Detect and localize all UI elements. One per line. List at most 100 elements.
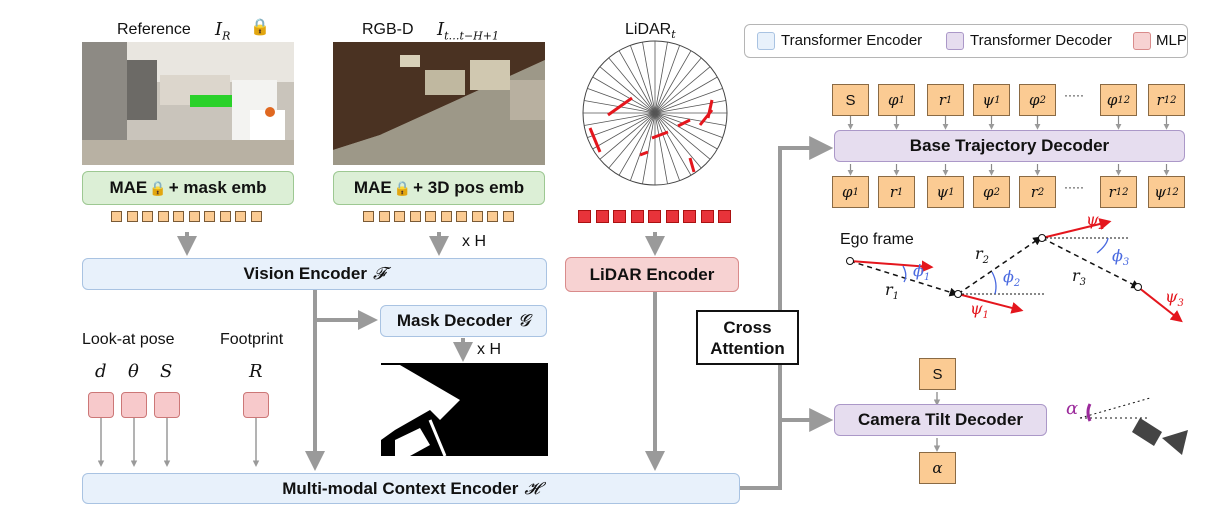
ego-r2: r2 bbox=[975, 244, 990, 267]
lidar-ray bbox=[654, 76, 718, 114]
image-token bbox=[394, 211, 405, 222]
legend-encoder-label: Transformer Encoder bbox=[781, 32, 923, 49]
mask-decoder-label: Mask Decoder bbox=[396, 311, 513, 330]
rgbd-label: RGB-D bbox=[362, 21, 414, 38]
rgbd-symbol: It…t−H+1 bbox=[437, 19, 499, 43]
legend bbox=[744, 24, 1188, 58]
reference-label: Reference bbox=[117, 21, 191, 38]
lidar-ray bbox=[599, 112, 656, 160]
lidar-token bbox=[630, 210, 644, 223]
pose-symbol-d: d bbox=[95, 361, 107, 382]
pose-symbol-r: R bbox=[249, 361, 263, 382]
mae-prefix: MAE bbox=[109, 178, 148, 197]
camera-icon bbox=[1079, 397, 1188, 455]
reference-image bbox=[82, 42, 294, 165]
mae-mask-text: + mask emb bbox=[168, 178, 267, 197]
ego-r3: r3 bbox=[1072, 266, 1087, 289]
pose-symbol-s: S bbox=[160, 361, 173, 382]
image-token bbox=[173, 211, 184, 222]
camera-tilt-decoder: Camera Tilt Decoder bbox=[834, 404, 1047, 436]
image-token bbox=[142, 211, 153, 222]
lidar-label: LiDARt bbox=[625, 21, 676, 42]
tilt-input-token: S bbox=[919, 358, 956, 390]
lock-icon: 🔒 bbox=[393, 179, 412, 196]
image-token bbox=[188, 211, 200, 222]
image-token bbox=[126, 211, 138, 222]
legend-decoder-label: Transformer Decoder bbox=[970, 32, 1112, 49]
tilt-output-token: α bbox=[919, 452, 956, 484]
lidar-ray bbox=[642, 112, 656, 184]
mask-decoder-symbol: 𝓖 bbox=[518, 311, 531, 331]
lidar-ray bbox=[654, 66, 711, 114]
lidar-token bbox=[700, 210, 714, 223]
ego-psi2: ψ2 bbox=[1086, 210, 1105, 233]
lidar-token bbox=[665, 210, 679, 223]
image-token bbox=[409, 211, 421, 222]
lidar-token bbox=[578, 210, 591, 223]
vision-encoder-label: Vision Encoder bbox=[243, 264, 367, 283]
lidar-ray bbox=[587, 87, 656, 114]
image-token bbox=[487, 211, 498, 222]
multimodal-context-encoder: Multi-modal Context Encoder 𝓗 bbox=[82, 473, 740, 504]
image-token bbox=[219, 211, 231, 222]
legend-mlp-label: MLP bbox=[1156, 32, 1187, 49]
lidar-ray bbox=[654, 100, 726, 114]
lidar-token bbox=[718, 210, 731, 223]
image-token bbox=[250, 211, 262, 222]
lock-icon: 🔒 bbox=[250, 19, 270, 36]
lidar-ray bbox=[618, 50, 656, 114]
lidar-ray bbox=[584, 112, 656, 126]
legend-decoder-swatch bbox=[946, 32, 964, 50]
ego-phi3: ϕ3 bbox=[1112, 246, 1130, 269]
context-encoder-label: Multi-modal Context Encoder bbox=[282, 478, 519, 498]
lidar-ray bbox=[654, 112, 702, 169]
mlp-theta bbox=[121, 392, 147, 418]
lidar-ray bbox=[654, 87, 723, 114]
lidar-hit bbox=[651, 130, 669, 140]
lidar-token bbox=[613, 210, 626, 223]
tilt-decoder-label: Camera Tilt Decoder bbox=[857, 410, 1024, 429]
pose-symbol-theta: θ bbox=[128, 361, 139, 382]
lidar-ray bbox=[654, 45, 681, 114]
times-h-label: x H bbox=[462, 233, 486, 250]
lidar-encoder: LiDAR Encoder bbox=[565, 257, 739, 292]
lidar-ray bbox=[654, 42, 668, 114]
lidar-ray bbox=[654, 112, 692, 176]
reference-symbol: IR bbox=[215, 19, 231, 43]
cross-attention-label: Cross Attention bbox=[710, 317, 785, 358]
lidar-ray bbox=[608, 57, 656, 114]
lidar-hit bbox=[677, 118, 691, 128]
lidar-ray bbox=[592, 112, 656, 150]
ego-frame-diagram bbox=[846, 218, 1183, 323]
lidar-ray bbox=[654, 112, 681, 181]
lidar-ray bbox=[599, 66, 656, 114]
footprint-label: Footprint bbox=[220, 331, 284, 348]
image-token bbox=[204, 211, 215, 222]
lidar-ray bbox=[654, 50, 692, 114]
lidar-ray bbox=[654, 112, 668, 184]
lidar-ray bbox=[654, 112, 711, 160]
image-token bbox=[363, 211, 374, 222]
lidar-hit bbox=[706, 99, 714, 119]
ego-phi1: ϕ1 bbox=[913, 261, 931, 284]
lidar-hit bbox=[688, 157, 696, 173]
lidar-scan bbox=[582, 40, 728, 186]
output-ellipsis: ····· bbox=[1064, 180, 1084, 194]
mlp-s bbox=[154, 392, 180, 418]
look-at-pose-label: Look-at pose bbox=[82, 331, 175, 348]
mask-image bbox=[381, 363, 548, 457]
lidar-token bbox=[683, 210, 696, 223]
lidar-ray bbox=[654, 112, 718, 150]
ego-phi2: ϕ2 bbox=[1003, 267, 1021, 290]
